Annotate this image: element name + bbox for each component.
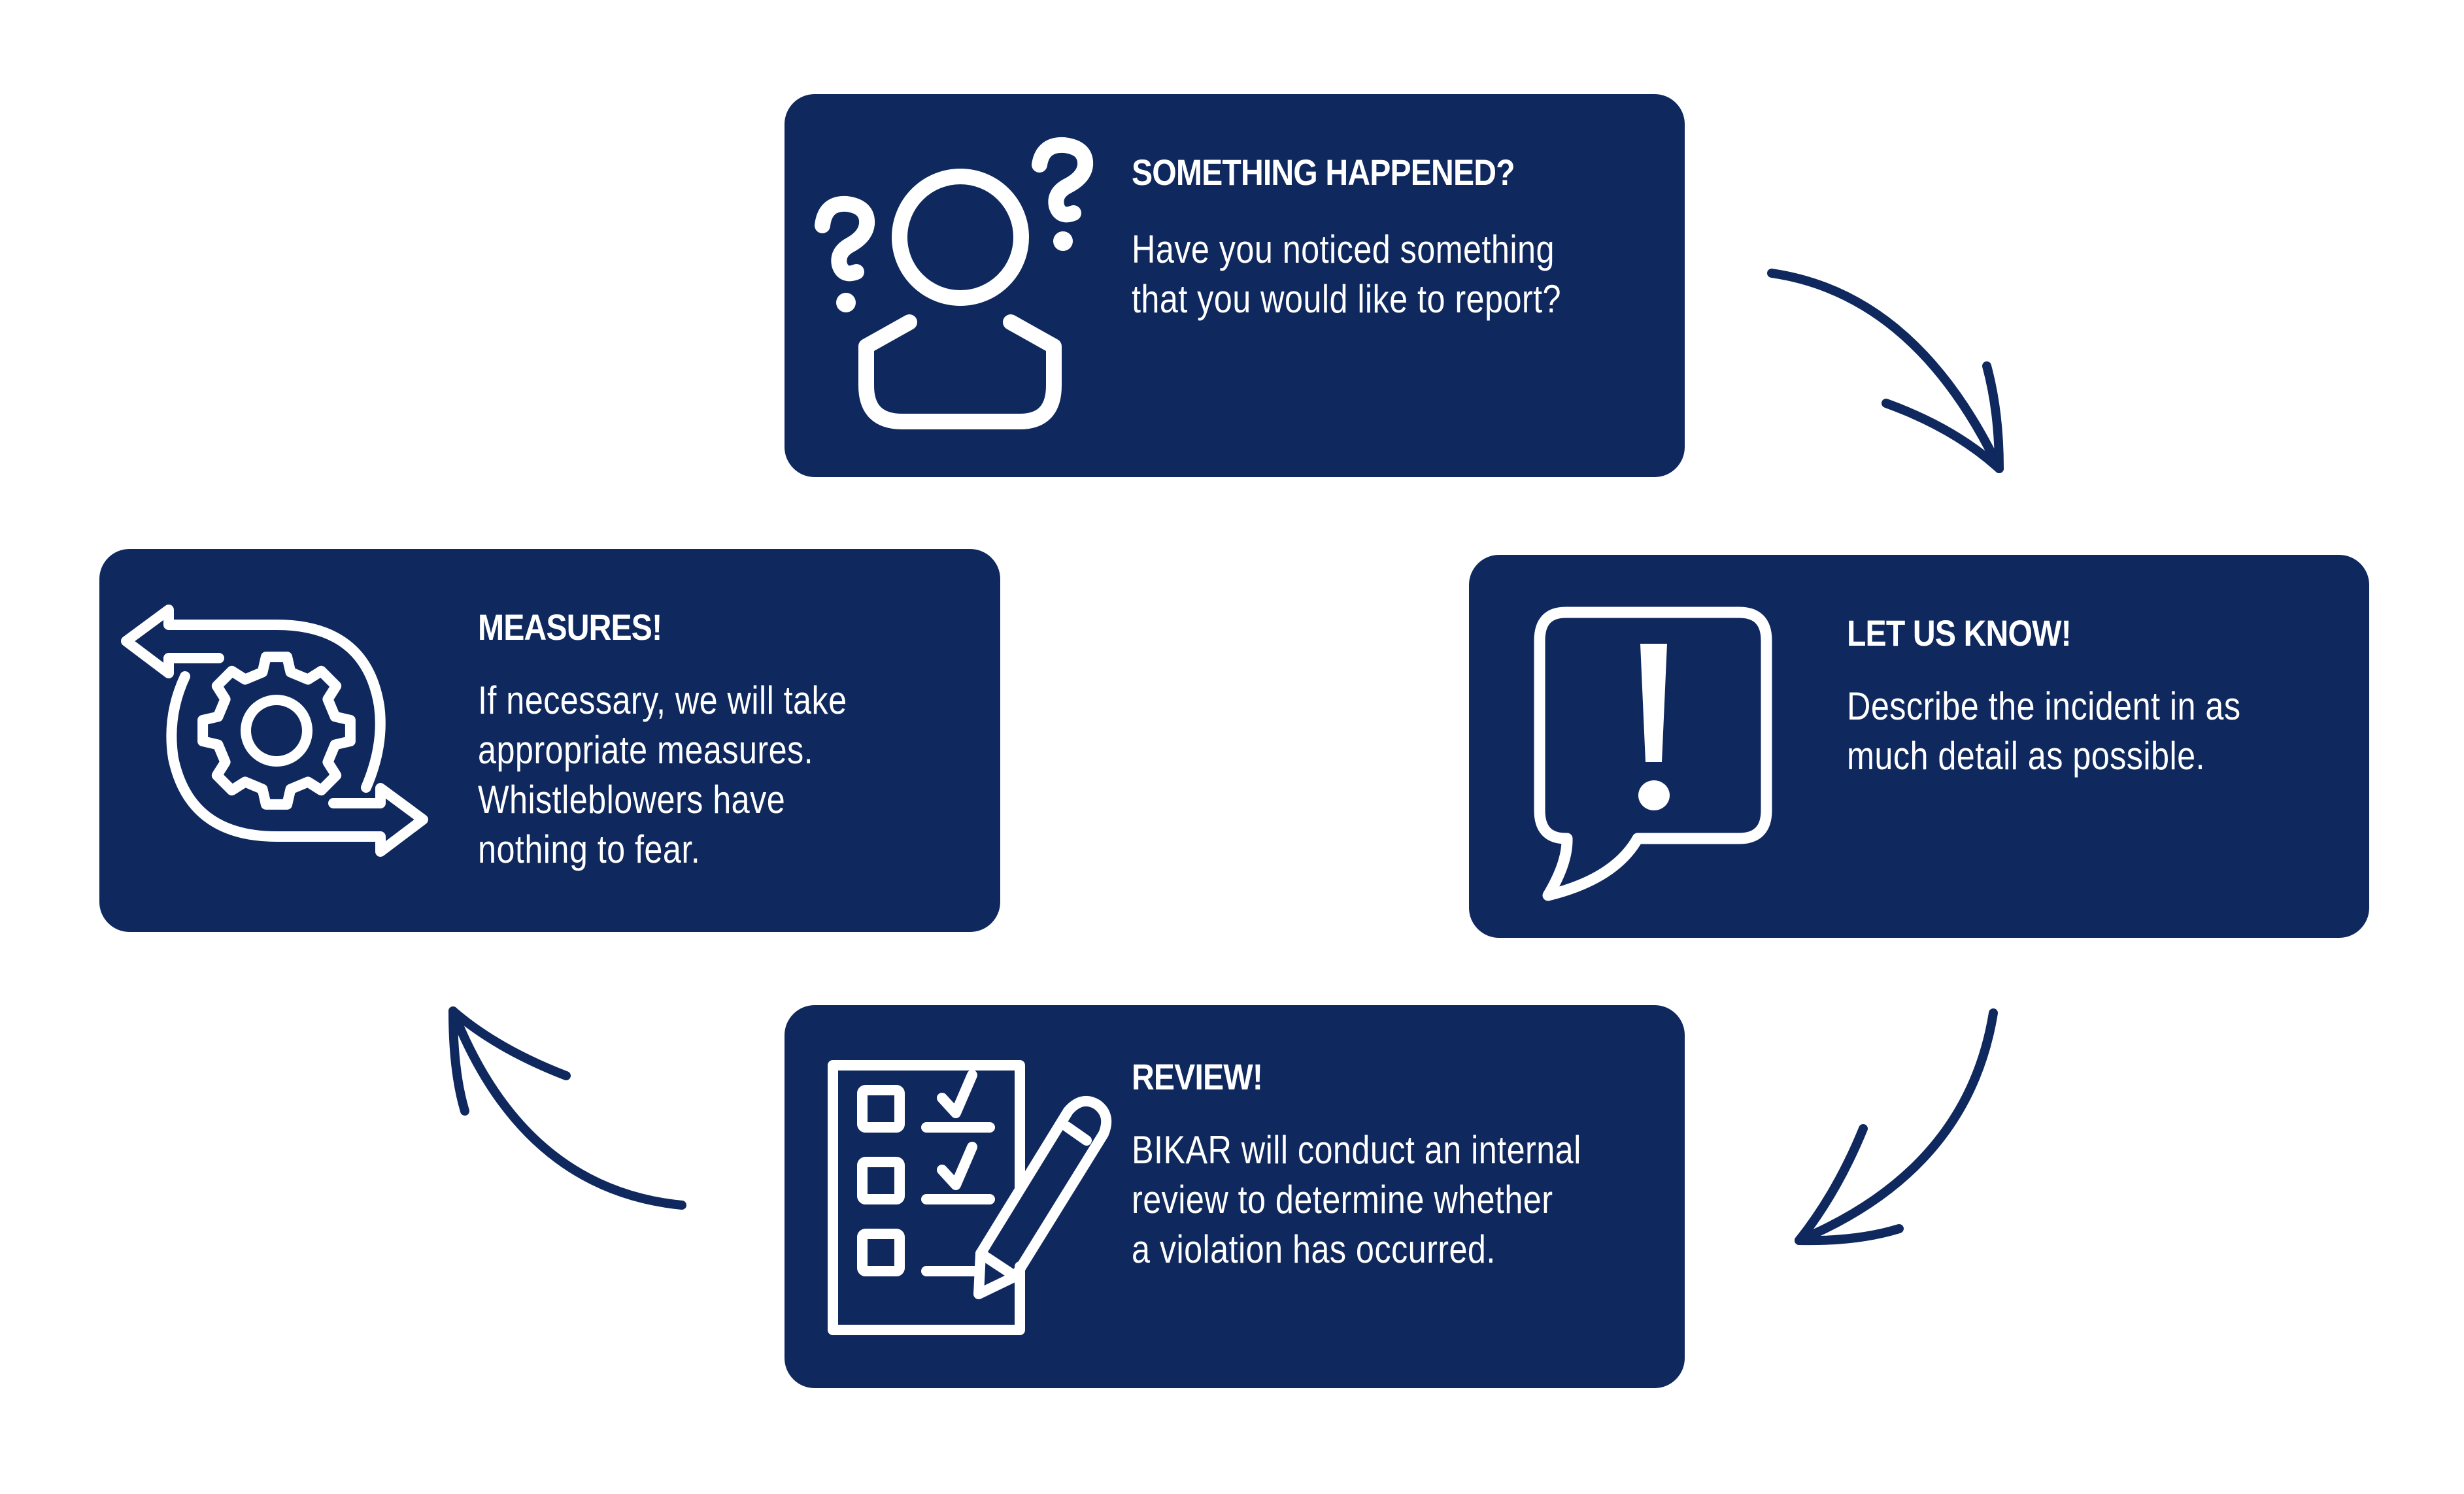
step-title: REVIEW!: [1132, 1056, 1263, 1097]
step-text: REVIEW! BIKAR will conduct an internal r…: [1132, 1057, 1667, 1274]
step-description: Have you noticed something that you woul…: [1132, 225, 1561, 324]
description-line: appropriate measures.: [478, 728, 814, 772]
gear-cycle-arrows-icon: [121, 605, 428, 857]
description-line: Whistleblowers have: [478, 778, 786, 822]
person-question-icon: [815, 137, 1094, 429]
step-card-review: REVIEW! BIKAR will conduct an internal r…: [785, 1005, 1685, 1388]
step-card-measures: MEASURES! If necessary, we will take app…: [99, 549, 1000, 932]
step-description: Describe the incident in as much detail …: [1847, 682, 2240, 781]
curved-arrow-icon: [448, 1006, 686, 1210]
speech-bubble-exclamation-icon: [1534, 606, 1772, 901]
description-line: that you would like to report?: [1132, 277, 1561, 321]
step-text: LET US KNOW! Describe the incident in as…: [1847, 614, 2316, 781]
step-title: MEASURES!: [478, 606, 662, 648]
description-line: If necessary, we will take: [478, 678, 847, 722]
checklist-pencil-icon: [828, 1060, 1112, 1335]
step-description: If necessary, we will take appropriate m…: [478, 676, 847, 874]
description-line: nothing to fear.: [478, 827, 701, 871]
step-text: MEASURES! If necessary, we will take app…: [478, 608, 917, 874]
step-title: LET US KNOW!: [1847, 612, 2072, 654]
description-line: much detail as possible.: [1847, 734, 2205, 778]
curved-arrow-icon: [1795, 1008, 1998, 1246]
step-card-something-happened: SOMETHING HAPPENED? Have you noticed som…: [785, 94, 1685, 477]
step-text: SOMETHING HAPPENED? Have you noticed som…: [1132, 153, 1643, 324]
description-line: Have you noticed something: [1132, 227, 1555, 271]
description-line: review to determine whether: [1132, 1178, 1553, 1221]
step-title: SOMETHING HAPPENED?: [1132, 152, 1515, 193]
curved-arrow-icon: [1767, 269, 2004, 473]
description-line: a violation has occurred.: [1132, 1227, 1496, 1271]
description-line: BIKAR will conduct an internal: [1132, 1128, 1581, 1172]
step-description: BIKAR will conduct an internal review to…: [1132, 1125, 1581, 1274]
step-card-let-us-know: LET US KNOW! Describe the incident in as…: [1469, 555, 2369, 938]
description-line: Describe the incident in as: [1847, 684, 2241, 728]
